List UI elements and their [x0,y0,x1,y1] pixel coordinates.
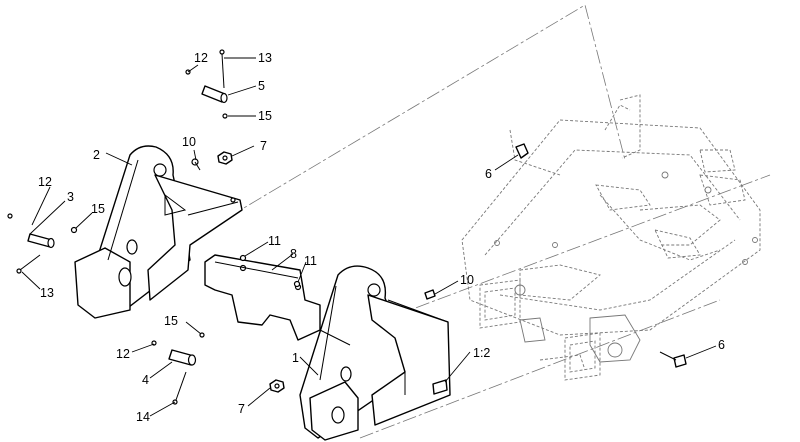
callout-15-left: 15 [91,202,105,216]
callout-7-top: 7 [260,139,267,153]
callout-10-top: 10 [182,135,196,149]
callout-1: 1 [292,351,299,365]
callout-13-top: 13 [258,51,272,65]
part-8-brace-plate [204,254,321,341]
callout-12-bottom: 12 [116,347,130,361]
part-2-left-mount-bracket [74,145,243,319]
callout-5: 5 [258,79,265,93]
callout-12-top: 12 [194,51,208,65]
callout-2: 2 [93,148,100,162]
callout-12-left: 12 [38,175,52,189]
callout-labels: 12 13 5 15 10 7 2 12 3 15 13 11 8 11 6 1… [38,51,725,424]
callout-7-bottom: 7 [238,402,245,416]
callout-11-b: 11 [304,254,317,268]
callout-6-top: 6 [485,167,492,181]
callout-11-a: 11 [268,234,281,248]
callout-8: 8 [290,247,297,261]
callout-6-bottom: 6 [718,338,725,352]
part-1-right-mount-bracket [299,265,451,441]
hardware-pins-and-bolts [7,49,687,405]
callout-15-top: 15 [258,109,272,123]
callout-4: 4 [142,373,149,387]
callout-10-right: 10 [460,273,474,287]
machine-frame-phantom [149,4,771,439]
callout-leader-lines [21,57,717,417]
callout-1-2: 1:2 [473,346,490,360]
callout-3: 3 [67,190,74,204]
callout-14: 14 [136,410,150,424]
callout-15-bottom: 15 [164,314,178,328]
callout-13-left: 13 [40,286,54,300]
